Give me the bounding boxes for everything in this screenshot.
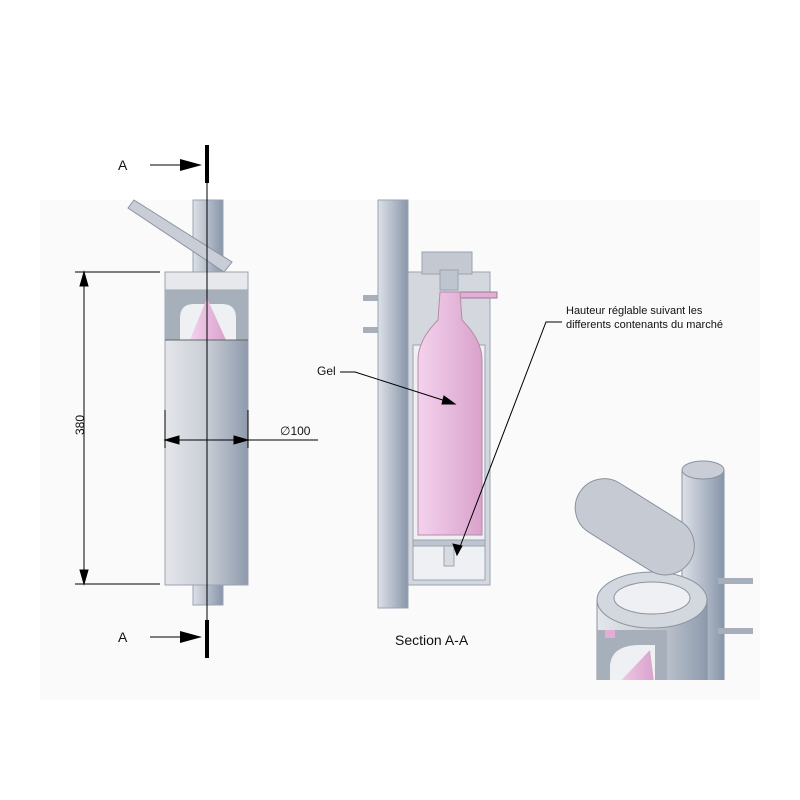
iso-gel-cone bbox=[621, 650, 654, 680]
adjustable-height-label-2: differents contenants du marché bbox=[566, 319, 723, 331]
gel-label: Gel bbox=[317, 364, 336, 378]
height-dimension: 380 bbox=[73, 414, 88, 436]
lever-arm bbox=[127, 199, 233, 273]
gel-cone bbox=[190, 298, 226, 340]
gel-bottle bbox=[417, 291, 483, 536]
isometric-view bbox=[574, 460, 753, 680]
dimension-lines bbox=[75, 270, 318, 586]
section-marker-top: A bbox=[118, 157, 128, 173]
section-pole bbox=[377, 199, 409, 609]
leader-lines bbox=[340, 321, 562, 557]
iso-lever bbox=[574, 478, 695, 576]
nozzle bbox=[454, 291, 498, 299]
section-view bbox=[363, 199, 498, 609]
section-marker-bottom: A bbox=[118, 629, 128, 645]
section-arrows bbox=[150, 145, 209, 658]
section-title: Section A-A bbox=[395, 632, 469, 648]
diameter-dimension: ∅100 bbox=[280, 424, 311, 438]
adjustable-shelf bbox=[412, 539, 486, 547]
adjustable-height-label-1: Hauteur réglable suivant les bbox=[566, 305, 703, 317]
